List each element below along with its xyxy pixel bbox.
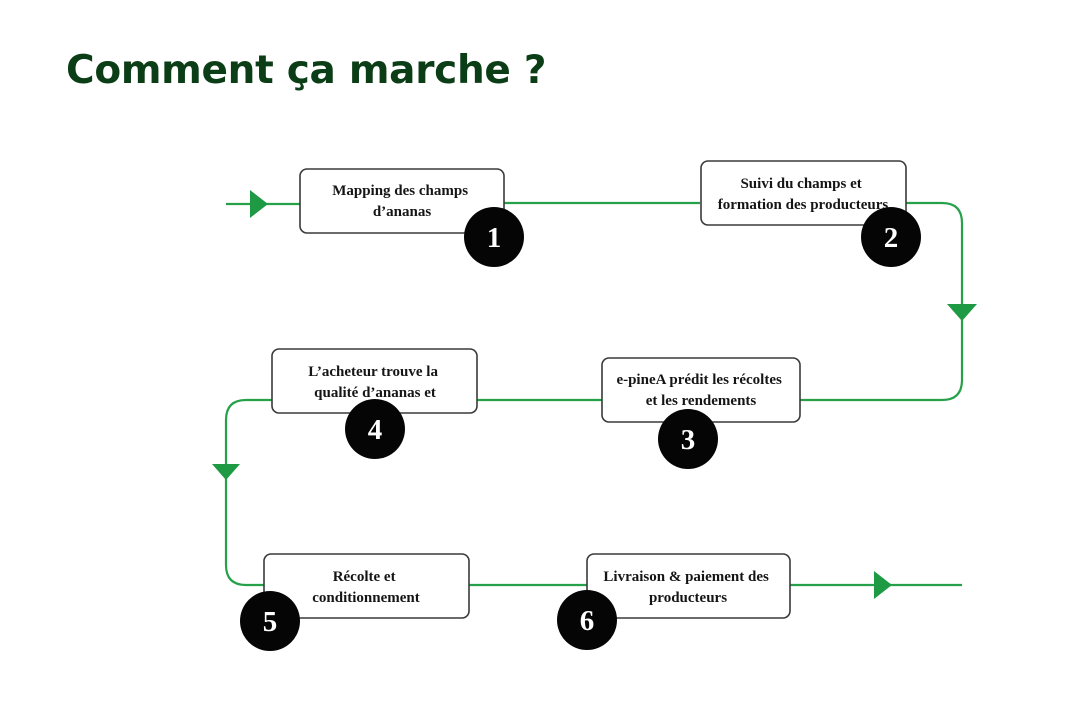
step-5-line-2: conditionnement — [312, 590, 420, 606]
step-6-number: 6 — [580, 605, 595, 637]
step-1-text: Mapping des champs d’ananas — [332, 183, 472, 220]
step-1: Mapping des champs d’ananas 1 — [299, 168, 524, 267]
step-3-number: 3 — [681, 424, 696, 456]
step-2: Suivi du champs et formation des product… — [700, 160, 921, 267]
step-5-badge — [240, 591, 300, 651]
step-6-text: Livraison & paiement des producteurs — [603, 569, 772, 606]
step-1-number: 1 — [487, 222, 502, 254]
arrow-exit-icon — [874, 571, 892, 599]
arrow-down-right-icon — [947, 304, 977, 321]
step-4-badge — [345, 399, 405, 459]
step-6-badge — [557, 590, 617, 650]
step-5-line-1: Récolte et — [333, 569, 396, 585]
flow-line-2-to-3 — [800, 201, 964, 402]
step-5: Récolte et conditionnement 5 — [240, 553, 470, 651]
step-5-number: 5 — [263, 606, 278, 638]
step-6: Livraison & paiement des producteurs 6 — [557, 553, 791, 650]
arrow-down-left-icon — [212, 464, 240, 480]
step-1-badge — [464, 207, 524, 267]
page-title: Comment ça marche ? — [66, 48, 547, 93]
step-6-line-1: Livraison & paiement des — [603, 569, 769, 585]
arrow-entry-icon — [250, 190, 268, 218]
step-2-box — [700, 160, 907, 226]
step-2-line-2: formation des producteurs — [718, 197, 889, 213]
step-1-box — [299, 168, 505, 234]
step-5-box — [263, 553, 470, 619]
step-3-badge — [658, 409, 718, 469]
step-5-text: Récolte et conditionnement — [312, 569, 420, 606]
step-6-box — [586, 553, 791, 619]
step-2-line-1: Suivi du champs et — [740, 176, 861, 192]
step-4: L’acheteur trouve la qualité d’ananas et… — [271, 348, 478, 459]
step-3-line-1: e-pineA prédit les récoltes — [616, 372, 782, 388]
step-3-line-2: et les rendements — [646, 393, 757, 409]
step-3-text: e-pineA prédit les récoltes et les rende… — [616, 372, 785, 409]
step-4-number: 4 — [368, 414, 383, 446]
step-1-line-2: d’ananas — [373, 204, 432, 220]
flow-line-4-to-5 — [224, 398, 272, 587]
step-2-text: Suivi du champs et formation des product… — [718, 176, 889, 213]
step-2-number: 2 — [884, 222, 899, 254]
step-4-text: L’acheteur trouve la qualité d’ananas et — [308, 364, 441, 401]
step-3: e-pineA prédit les récoltes et les rende… — [601, 357, 801, 469]
step-6-line-2: producteurs — [649, 590, 727, 606]
step-2-badge — [861, 207, 921, 267]
step-1-line-1: Mapping des champs — [332, 183, 468, 199]
step-4-line-2: qualité d’ananas et — [314, 385, 436, 401]
step-4-line-1: L’acheteur trouve la — [308, 364, 438, 380]
